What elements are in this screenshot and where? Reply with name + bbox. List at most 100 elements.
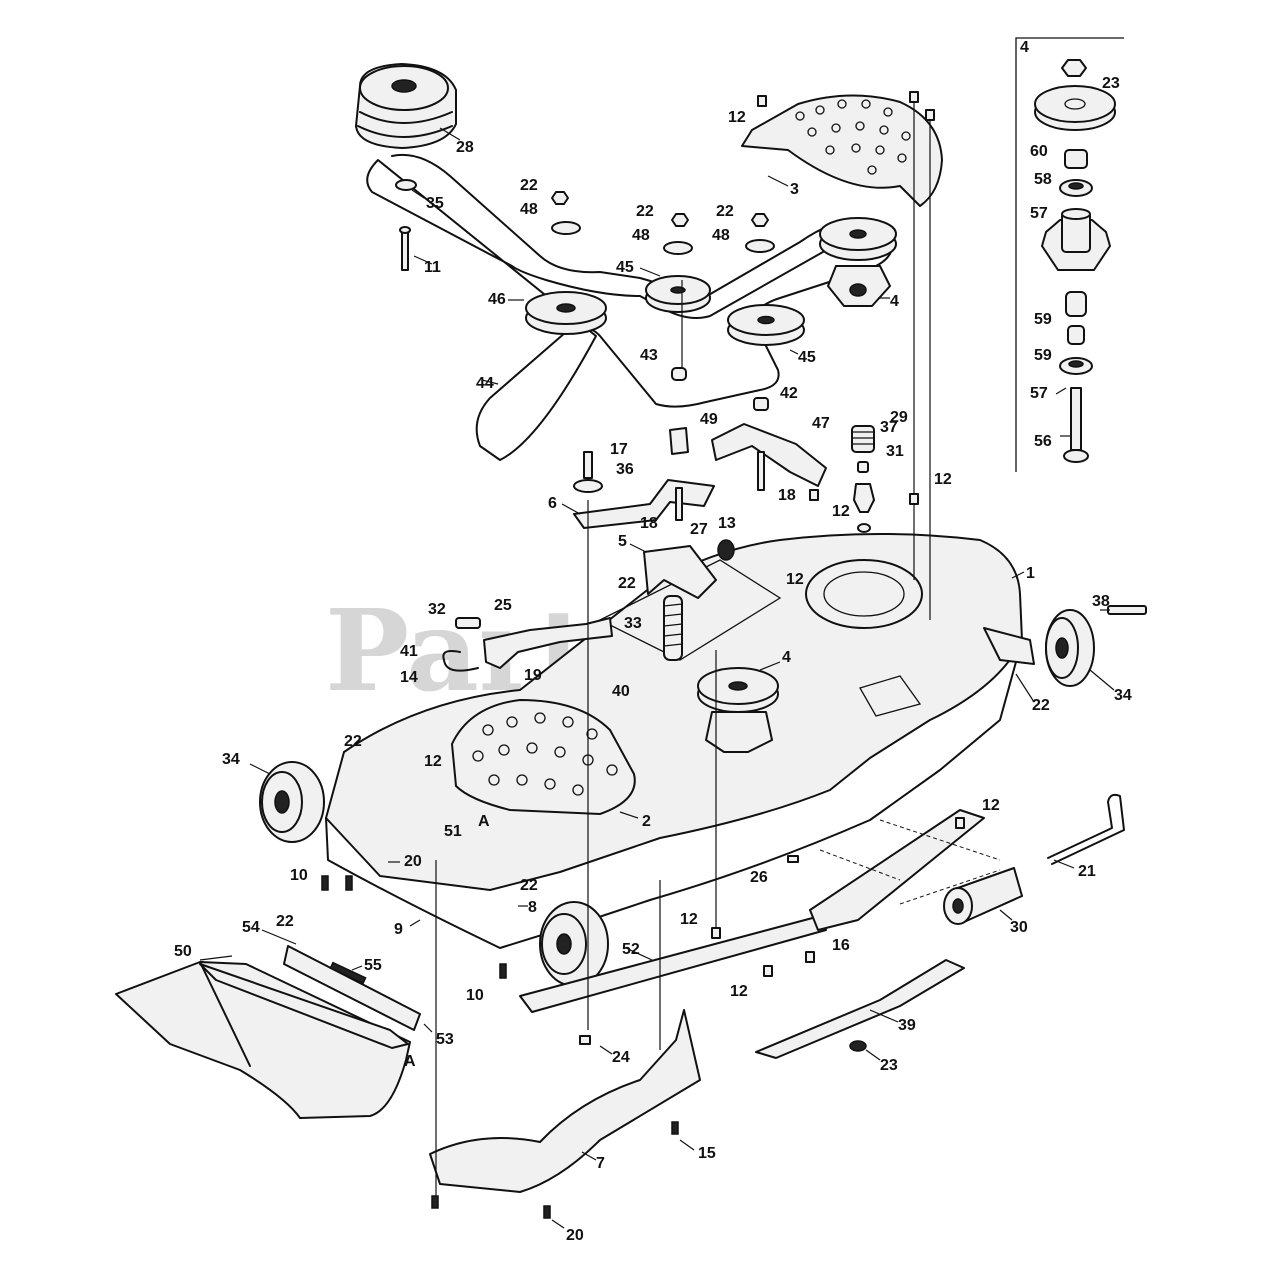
callout-47: 47: [812, 415, 830, 432]
deck-bracket-right: [983, 627, 1035, 665]
spindle-pulley-center: [697, 667, 779, 753]
callout-46: 46: [488, 291, 506, 308]
callout-12-e: 12: [424, 753, 442, 770]
callout-30: 30: [1010, 919, 1028, 936]
callout-20-left: 20: [404, 853, 422, 870]
leader-lines: [199, 127, 1115, 1229]
callout-22-e: 22: [1032, 697, 1050, 714]
spindle-shaft: [1070, 387, 1082, 451]
callout-20-bottom: 20: [566, 1227, 584, 1244]
callout-17: 17: [610, 441, 628, 458]
callout-48-b: 48: [632, 227, 650, 244]
arbor-sleeve-30: [943, 867, 1023, 925]
callout-59-lower: 59: [1034, 347, 1052, 364]
callout-35: 35: [426, 195, 444, 212]
electric-pto-clutch: [355, 63, 457, 149]
spindle-nut: [1061, 59, 1087, 77]
callout-12-c: 12: [832, 503, 850, 520]
callout-4-center: 4: [782, 649, 791, 666]
callout-22-a: 22: [520, 177, 538, 194]
callout-23-blade: 23: [880, 1057, 898, 1074]
bracket-5: [643, 545, 717, 599]
blade-nut-23: [849, 1040, 867, 1052]
callout-42: 42: [780, 385, 798, 402]
callout-12-b: 12: [934, 471, 952, 488]
callout-57-lower: 57: [1030, 385, 1048, 402]
callout-45-right: 45: [798, 349, 816, 366]
callout-22-c: 22: [716, 203, 734, 220]
deck-spindle-opening-right: [805, 559, 923, 629]
callout-54: 54: [242, 919, 260, 936]
callout-12-g: 12: [680, 911, 698, 928]
callout-57-upper: 57: [1030, 205, 1048, 222]
callout-38: 38: [1092, 593, 1110, 610]
callout-60: 60: [1030, 143, 1048, 160]
callout-31: 31: [886, 443, 904, 460]
callout-18-left: 18: [640, 515, 658, 532]
callout-6: 6: [548, 495, 557, 512]
callout-39: 39: [898, 1017, 916, 1034]
spindle-bushing-2: [1067, 325, 1085, 345]
hanger-bracket-left: [483, 617, 613, 669]
hardware-small: [395, 179, 775, 411]
spring-29: [851, 425, 875, 533]
callout-8: 8: [528, 899, 537, 916]
callout-10-left: 10: [290, 867, 308, 884]
callout-A-chute: A: [404, 1053, 416, 1070]
spindle-bushing-1: [1065, 291, 1087, 317]
idler-pulley-46: [525, 291, 607, 335]
chute-hinge-bracket: [283, 945, 421, 1031]
lift-rod-21: [1047, 793, 1125, 865]
callout-41: 41: [400, 643, 418, 660]
callout-19: 19: [524, 667, 542, 684]
callout-4-upper: 4: [890, 293, 899, 310]
anti-scalp-wheel-left: [259, 761, 325, 843]
anti-scalp-wheel-front: [539, 901, 609, 987]
callout-numbers: 1 2 3 4 4 5 6 7 8 9 10 10 11 12 12 12 12…: [174, 75, 1132, 1244]
callout-48-c: 48: [712, 227, 730, 244]
spring-32: [455, 617, 481, 629]
callout-22-b: 22: [636, 203, 654, 220]
belt-cover-right: [741, 94, 943, 207]
callout-13: 13: [718, 515, 736, 532]
callout-22-g: 22: [520, 877, 538, 894]
discharge-chute: [115, 961, 411, 1119]
callout-34-right: 34: [1114, 687, 1132, 704]
spindle-pulley-right: [819, 217, 897, 307]
deck-belt: [366, 159, 894, 461]
callout-3: 3: [790, 181, 799, 198]
chute-spring-55: [329, 961, 367, 985]
callout-23-inset: 23: [1102, 75, 1120, 92]
callout-43: 43: [640, 347, 658, 364]
callout-22-d: 22: [618, 575, 636, 592]
callout-32: 32: [428, 601, 446, 618]
callout-28: 28: [456, 139, 474, 156]
callout-A-deck: A: [478, 813, 490, 830]
idler-pulley-45-right: [727, 304, 805, 346]
callout-22-h: 22: [276, 913, 294, 930]
callout-52: 52: [622, 941, 640, 958]
callout-12-h: 12: [730, 983, 748, 1000]
callout-1: 1: [1026, 565, 1035, 582]
inset-label: 4: [1020, 39, 1029, 56]
callout-7: 7: [596, 1155, 605, 1172]
callout-48-a: 48: [520, 201, 538, 218]
callout-11: 11: [424, 259, 441, 276]
callout-24: 24: [612, 1049, 630, 1066]
callout-56: 56: [1034, 433, 1052, 450]
callout-44: 44: [476, 375, 494, 392]
callout-12-f: 12: [982, 797, 1000, 814]
tension-spring-33: [663, 595, 683, 661]
idler-pulley-45-center: [645, 275, 711, 313]
callout-16: 16: [832, 937, 850, 954]
baffle-52: [519, 915, 827, 1013]
callout-14: 14: [400, 669, 418, 686]
callout-55: 55: [364, 957, 382, 974]
callout-22-f: 22: [344, 733, 362, 750]
callout-58: 58: [1034, 171, 1052, 188]
callout-21: 21: [1078, 863, 1096, 880]
rear-baffle-7: [429, 1009, 701, 1193]
callout-40: 40: [612, 683, 630, 700]
callout-49: 49: [700, 411, 718, 428]
rod-41: [442, 650, 479, 672]
